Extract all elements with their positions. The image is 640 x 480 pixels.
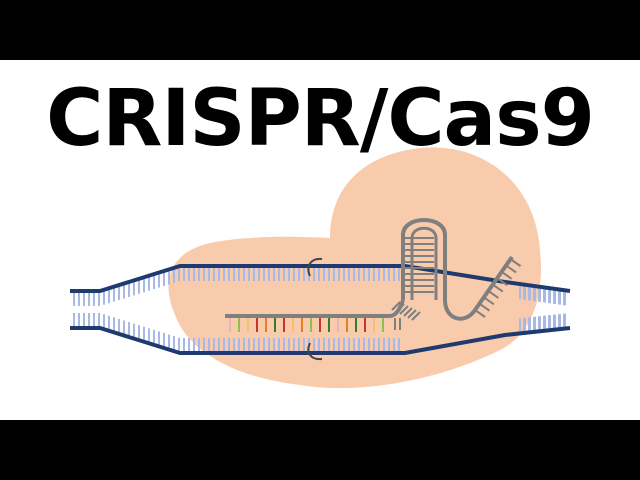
dna-rungs-top	[73, 268, 566, 306]
dna-bottom-backbone-outer	[70, 326, 571, 355]
guide-rna-bases	[229, 318, 401, 332]
hairpin-rung	[403, 307, 413, 317]
hairpin-rung	[407, 309, 417, 319]
hairpin-rung	[501, 271, 513, 280]
hairpin-rung	[474, 309, 486, 318]
guide-rna-hairpin	[401, 218, 514, 321]
hairpin-rung	[492, 283, 504, 293]
crispr-diagram	[70, 147, 571, 389]
dna-top-backbone-outer	[70, 264, 571, 293]
letterbox-bottom	[0, 420, 640, 480]
hairpin-rung	[478, 302, 491, 312]
guide-rna-strand	[225, 299, 405, 318]
hairpin-rung	[505, 264, 517, 274]
cut-site-mark-bottom	[307, 342, 323, 361]
cut-site-mark-top	[307, 257, 323, 277]
hairpin-rung	[496, 277, 508, 287]
hairpin-rung	[411, 311, 421, 321]
hairpin-rung	[395, 303, 405, 313]
dna-rungs-bottom	[73, 313, 566, 351]
hairpin-rung	[509, 258, 522, 267]
slide-content: CRISPR/Cas9	[0, 60, 640, 420]
hairpin-rung	[399, 305, 409, 315]
letterbox-top	[0, 0, 640, 60]
page-title: CRISPR/Cas9	[46, 74, 595, 164]
guide-rna-hairpin-rungs	[391, 237, 522, 321]
hairpin-rung	[391, 301, 401, 311]
hairpin-rung	[487, 290, 499, 299]
hairpin-rung	[483, 296, 495, 306]
